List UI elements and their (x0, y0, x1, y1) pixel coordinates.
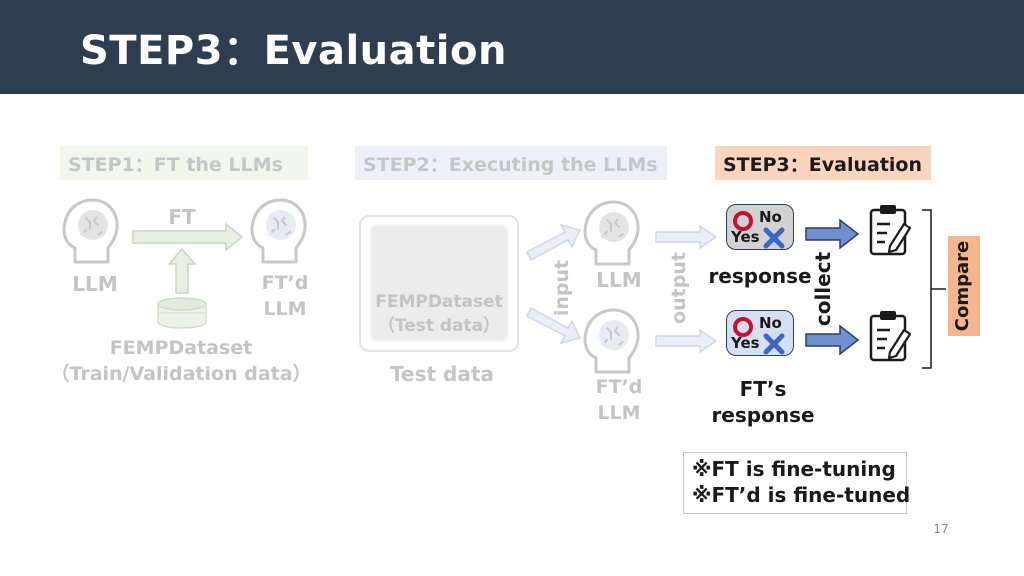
up-arrow-icon (167, 247, 197, 294)
page-number: 17 (933, 522, 949, 536)
llm-head-icon (583, 200, 640, 266)
test-data-inner (369, 224, 509, 342)
test-data-label: Test data (390, 362, 494, 386)
collect-arrow-icon (805, 218, 860, 250)
ft-response-label: FT’s response (711, 377, 815, 427)
input-label: input (551, 259, 573, 317)
database-icon (157, 297, 207, 329)
ftd-llm-label: FT’d LLM (261, 272, 309, 320)
note-line-1: ※FT is fine-tuning (692, 457, 896, 481)
step3-label: STEP3：Evaluation (715, 146, 931, 180)
step1-label: STEP1：FT the LLMs (60, 146, 308, 180)
page-title: STEP3：Evaluation (80, 28, 507, 74)
llm-response-box: No Yes (726, 204, 794, 250)
cross-mark-icon (763, 227, 785, 249)
collect-label: collect (811, 251, 835, 327)
circle-mark-icon (733, 211, 753, 231)
collect-arrow-icon (805, 324, 860, 356)
llm-label: LLM (72, 272, 118, 296)
ft-arrow-icon (132, 222, 244, 252)
output-label: output (668, 252, 690, 324)
compare-label: Compare (952, 240, 973, 332)
output-arrow-icon (655, 328, 718, 354)
clipboard-icon (869, 203, 912, 256)
note-line-2: ※FT’d is fine-tuned (692, 483, 911, 507)
definition-notes: ※FT is fine-tuning ※FT’d is fine-tuned (683, 452, 911, 514)
train-dataset-label: FEMPDataset （Train/Validation data） (50, 337, 312, 385)
llm-label-step2: LLM (596, 268, 642, 292)
test-data-box (359, 215, 519, 352)
test-dataset-label: FEMPDataset （Test data） (375, 292, 503, 336)
response-label: response (708, 264, 812, 288)
bracket (922, 209, 932, 369)
cross-mark-icon (763, 333, 785, 355)
compare-box (948, 236, 980, 336)
circle-mark-icon (733, 317, 753, 337)
ftd-llm-head-icon (583, 308, 640, 374)
title-bar (0, 0, 1024, 94)
step2-label: STEP2：Executing the LLMs (355, 146, 667, 180)
ftd-llm-label-step2: FT’d LLM (595, 376, 643, 424)
output-arrow-icon (655, 224, 718, 250)
input-arrow-up-icon (526, 223, 582, 262)
ft-response-box: No Yes (726, 310, 794, 356)
ft-label: FT (168, 205, 196, 229)
clipboard-icon (869, 309, 912, 362)
ftd-llm-head-icon (250, 198, 307, 264)
input-arrow-down-icon (526, 306, 582, 345)
llm-head-icon (62, 198, 119, 264)
